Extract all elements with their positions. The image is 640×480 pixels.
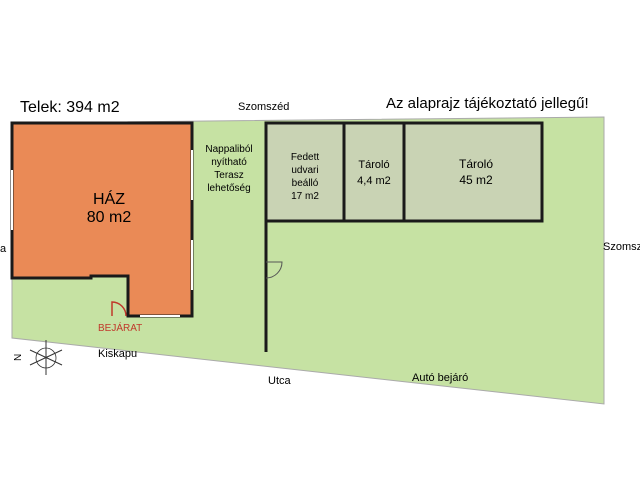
terrace-line-4: lehetőség [207, 183, 250, 194]
storage-large-room [402, 121, 544, 223]
covered-parking-room [264, 121, 346, 223]
plot-area-label: Telek: 394 m2 [20, 99, 120, 116]
left-cut-label: a [0, 243, 7, 255]
parking-line-3: beálló [292, 178, 319, 189]
driveway-label: Autó bejáró [412, 372, 468, 384]
parking-line-4: 17 m2 [291, 191, 319, 202]
yard-gate-door [265, 261, 283, 279]
terrace-line-1: Nappaliból [205, 144, 252, 155]
storage-large-name: Tároló [459, 157, 493, 171]
compass-icon [29, 340, 63, 375]
house-name: HÁZ [93, 189, 125, 208]
parking-line-2: udvari [291, 165, 318, 176]
house-area: 80 m2 [87, 209, 132, 226]
entrance-door [111, 301, 127, 317]
disclaimer-label: Az alaprajz tájékoztató jellegű! [386, 95, 589, 112]
storage-small-room [342, 121, 406, 223]
parking-line-1: Fedett [291, 152, 320, 163]
gate-label: Kiskapu [98, 348, 137, 360]
storage-small-name: Tároló [358, 159, 389, 171]
storage-small-area: 4,4 m2 [357, 175, 391, 187]
neighbor-top-label: Szomszéd [238, 101, 289, 113]
entrance-label: BEJÁRAT [98, 321, 142, 334]
storage-large-area: 45 m2 [459, 173, 493, 187]
neighbor-right-label: Szomsz [603, 241, 640, 253]
terrace-line-3: Terasz [214, 170, 243, 181]
terrace-line-2: nyítható [211, 157, 247, 168]
compass-letter: N [13, 354, 24, 361]
street-label: Utca [268, 375, 292, 387]
